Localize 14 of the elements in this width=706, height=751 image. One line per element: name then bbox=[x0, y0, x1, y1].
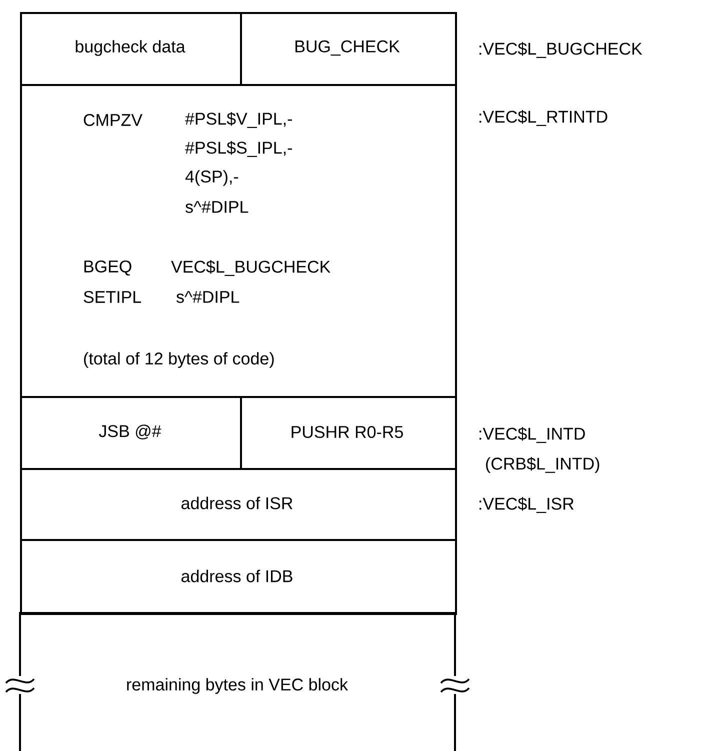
memory-cell: PUSHR R0-R5 bbox=[240, 396, 457, 470]
node-label: remaining bytes in VEC block bbox=[127, 678, 348, 694]
offset-label: (CRB$L_INTD) bbox=[486, 456, 600, 474]
offset-label: :VEC$L_BUGCHECK bbox=[480, 42, 642, 58]
memory-cell: BUG_CHECK bbox=[240, 12, 457, 86]
memory-cell: JSB @# bbox=[20, 396, 242, 470]
memory-cell: address of ISR bbox=[20, 468, 457, 541]
offset-label: :VEC$L_RTINTD bbox=[480, 110, 608, 126]
memory-cell: address of IDB bbox=[20, 539, 457, 615]
truncated-memory-cell: remaining bytes in VEC block bbox=[5, 612, 470, 751]
memory-cell: CMPZV #PSL$V_IPL,- #PSL$S_IPL,- 4(SP),- s^#DIPL BGEQ VEC$L_BUGCHECK SETIPL s^#DIPL (total of 12 bytes of code) bbox=[20, 84, 457, 398]
memory-cell: bugcheck data bbox=[20, 12, 242, 86]
offset-label: :VEC$L_INTD bbox=[480, 427, 585, 443]
offset-label: :VEC$L_ISR bbox=[480, 497, 574, 513]
